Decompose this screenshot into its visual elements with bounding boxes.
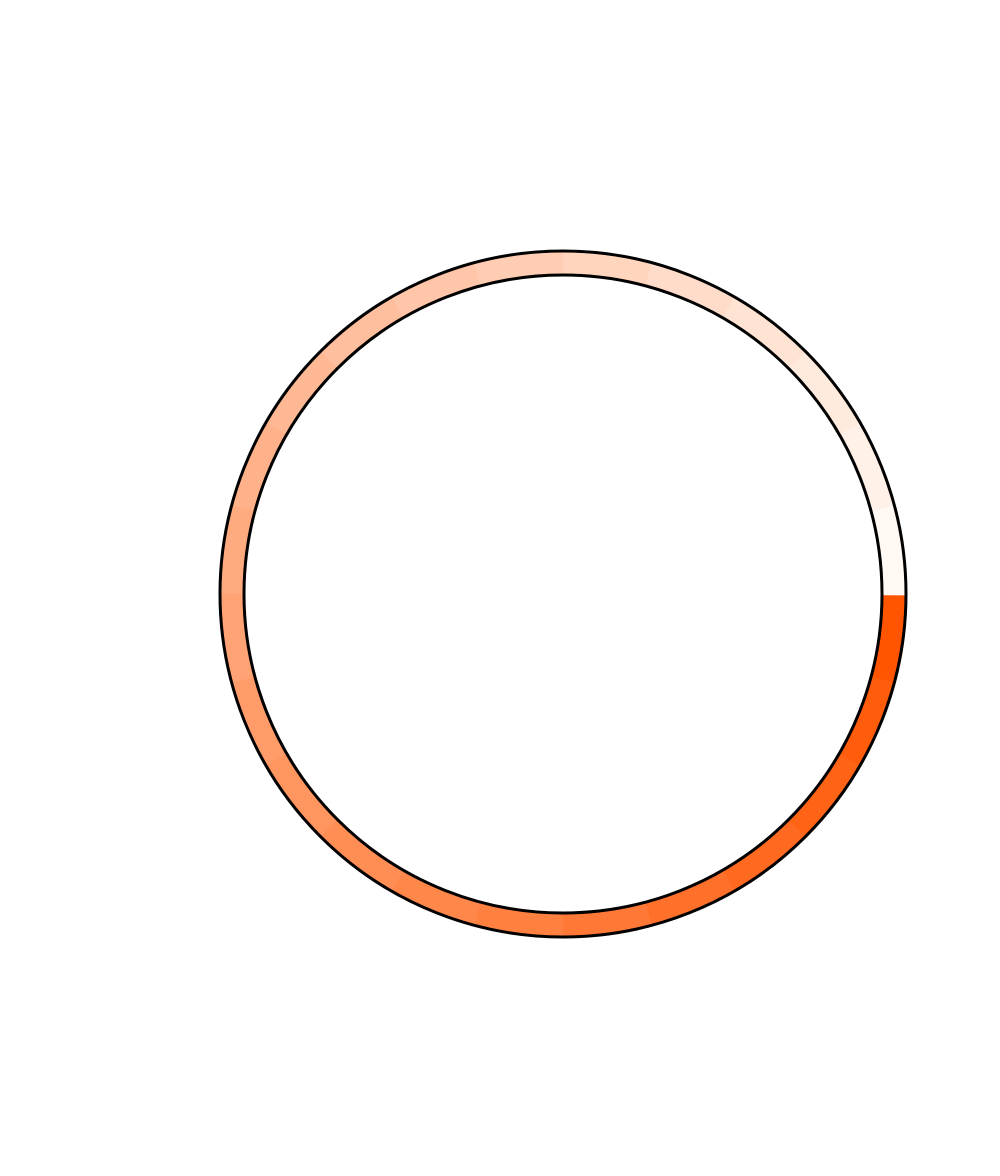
ring-segment: [472, 901, 563, 937]
ring-segment: [838, 676, 895, 767]
ring-outer-outline: [218, 249, 908, 939]
ring-segment: [721, 819, 806, 892]
ring-segment: [561, 902, 652, 937]
ring-segment: [390, 869, 481, 926]
ring-segment: [265, 350, 339, 435]
ring-segment: [644, 870, 735, 926]
ring-inner-outline: [242, 273, 884, 915]
ring-segment: [787, 753, 861, 838]
ring-segment: [319, 818, 404, 892]
ring-segment: [839, 422, 895, 513]
ring-segment: [220, 503, 256, 594]
ring-segment: [391, 262, 482, 318]
ring-segment: [870, 594, 906, 685]
ring-segment: [320, 296, 405, 369]
ring-segment: [265, 752, 338, 837]
ring-segment: [645, 262, 736, 319]
ring-segment: [231, 421, 288, 512]
ring-segment: [788, 351, 861, 436]
ring-segments: [220, 251, 906, 937]
ring-segment: [474, 251, 565, 286]
ring-segment: [563, 251, 654, 287]
ring-segment: [722, 296, 807, 370]
ring-segment: [231, 675, 287, 766]
ring-segment: [220, 592, 255, 683]
ring-segment: [871, 505, 906, 596]
